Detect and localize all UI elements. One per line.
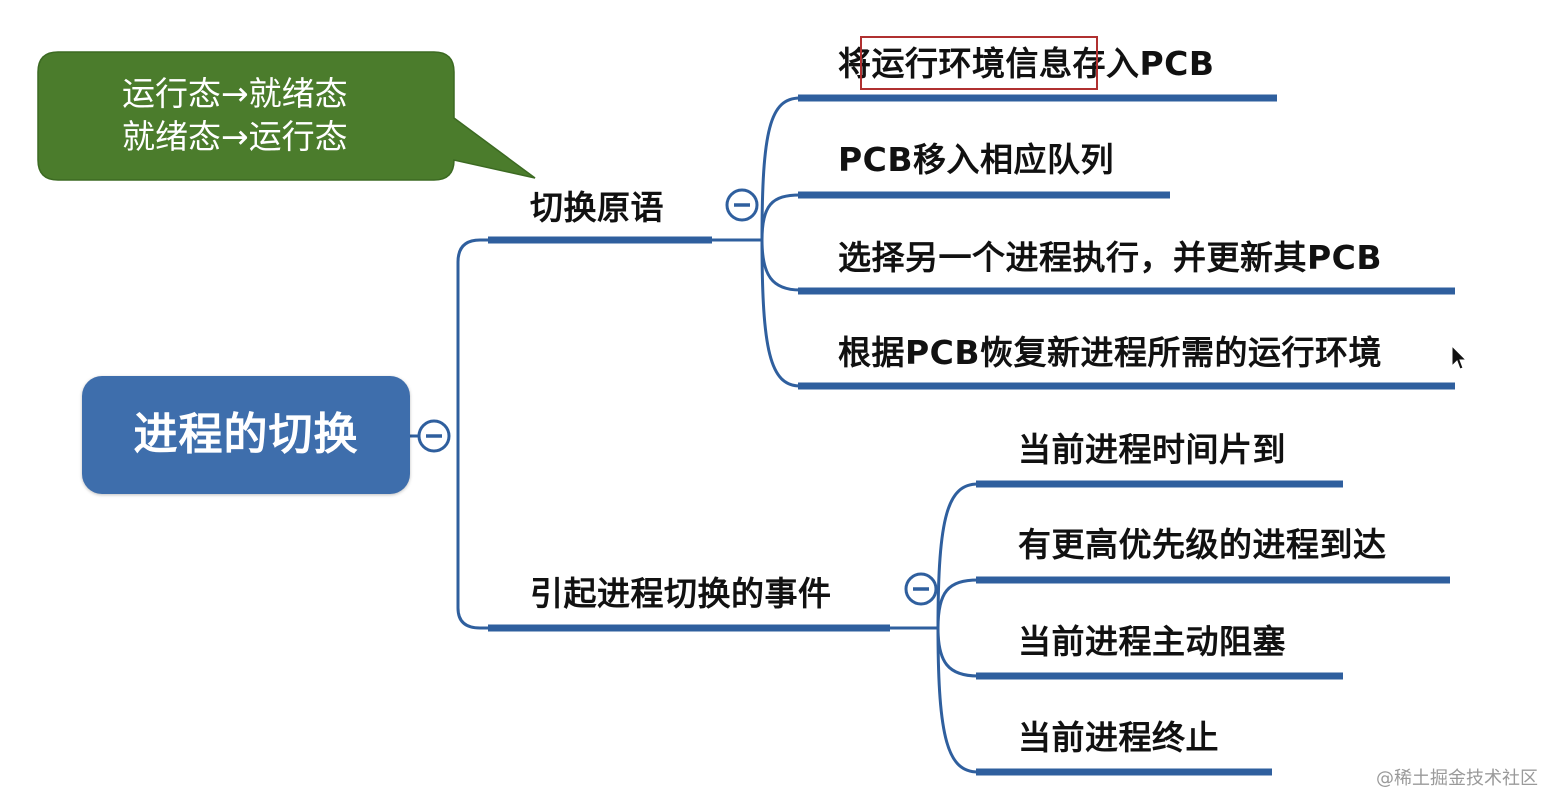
branch-label-switch-events[interactable]: 引起进程切换的事件	[530, 574, 832, 613]
leaf-time-slice[interactable]: 当前进程时间片到	[1018, 430, 1286, 469]
leaf-terminate[interactable]: 当前进程终止	[1018, 718, 1219, 757]
highlight-annotation-box	[860, 36, 1098, 90]
root-label: 进程的切换	[133, 409, 359, 460]
callout-line-2: 就绪态→运行态	[122, 117, 348, 156]
watermark: @稀土掘金技术社区	[1376, 768, 1538, 789]
branch2-connectors	[890, 482, 979, 774]
leaf-higher-priority[interactable]: 有更高优先级的进程到达	[1018, 525, 1387, 564]
callout-line-1: 运行态→就绪态	[122, 74, 348, 113]
cursor-icon	[1451, 344, 1468, 370]
branch1-connectors	[712, 96, 801, 388]
branch2-collapse-toggle[interactable]	[904, 572, 938, 606]
leaf-restore-context[interactable]: 根据PCB恢复新进程所需的运行环境	[838, 333, 1383, 372]
leaf-move-pcb[interactable]: PCB移入相应队列	[838, 140, 1115, 179]
branch1-collapse-toggle[interactable]	[725, 188, 759, 222]
leaf-save-context[interactable]: 将运行环境信息存入PCB	[838, 44, 1215, 83]
root-collapse-toggle[interactable]	[417, 419, 451, 453]
leaf-active-block[interactable]: 当前进程主动阻塞	[1018, 622, 1286, 661]
root-node[interactable]: 进程的切换	[82, 376, 410, 494]
callout-bubble	[37, 51, 536, 181]
leaf-select-process[interactable]: 选择另一个进程执行，并更新其PCB	[838, 238, 1383, 277]
branch-label-switch-primitive[interactable]: 切换原语	[530, 188, 664, 227]
